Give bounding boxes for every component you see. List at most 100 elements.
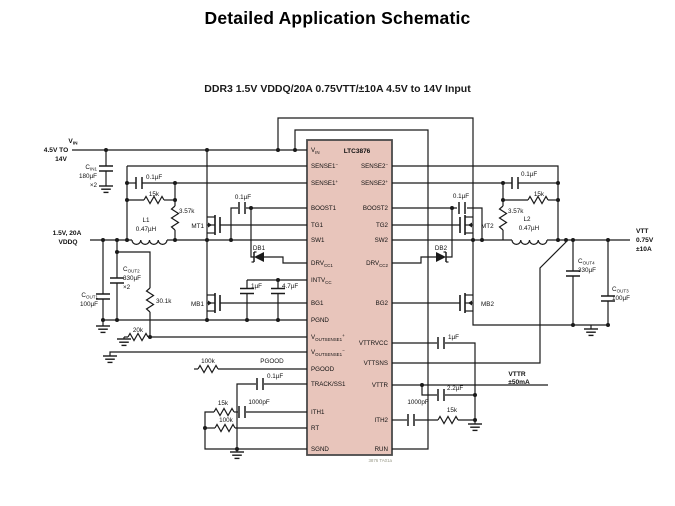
junction-dot	[564, 238, 568, 242]
schematic-label: 14V	[55, 156, 67, 163]
schematic-label: L1	[142, 217, 150, 224]
pin-label: TG2	[376, 222, 389, 229]
label-text: 1000pF	[407, 399, 429, 406]
pin-label: VOUTSENSE1+	[311, 333, 345, 342]
schematic-label: 0.47µH	[519, 225, 540, 232]
junction-dot	[276, 278, 280, 282]
junction-dot	[471, 238, 475, 242]
label-text: PGND	[311, 317, 329, 324]
label-text: SENSE1	[311, 163, 336, 170]
schematic-label: MB2	[481, 301, 494, 308]
schematic-label: COUT3	[612, 286, 629, 294]
label-text: VTT	[636, 228, 648, 235]
label-text: 2.2µF	[447, 385, 463, 392]
label-text: C	[578, 258, 583, 265]
wire	[467, 207, 483, 240]
label-text: 100k	[201, 358, 216, 365]
label-text: ITH1	[311, 409, 325, 416]
label-text: RT	[311, 425, 319, 432]
label-text: 20k	[133, 327, 144, 334]
resistor	[170, 205, 180, 231]
diode-triangle	[436, 252, 446, 262]
label-text: DRV	[311, 260, 325, 267]
junction-dot	[473, 393, 477, 397]
junction-dot	[276, 148, 280, 152]
capacitor	[256, 378, 264, 390]
schematic-label: 0.47µH	[136, 226, 157, 233]
ic-name-label: LTC3876	[344, 148, 371, 155]
capacitor	[238, 202, 246, 214]
schematic-label: 0.75V	[636, 237, 654, 244]
mosfet	[206, 215, 221, 235]
resistor	[145, 287, 155, 313]
label-text: TG1	[311, 222, 324, 229]
junction-dot	[205, 148, 209, 152]
label-text: −	[385, 162, 388, 167]
pin-label: BOOST2	[363, 205, 389, 212]
label-text: 1µF	[448, 334, 459, 341]
schottky-diode	[251, 251, 264, 263]
label-text: MB1	[191, 301, 204, 308]
schematic-label: 15k	[447, 407, 458, 414]
pin-label: VTTR	[372, 382, 389, 389]
label-text: BG2	[376, 300, 389, 307]
capacitor	[96, 293, 110, 300]
label-text: 3.57k	[179, 208, 195, 215]
label-text: SENSE2	[361, 163, 386, 170]
label-text: VTTRVCC	[359, 340, 389, 347]
schematic-label: 1.5V, 20A	[53, 230, 82, 237]
schematic-label: VTTR	[508, 371, 525, 378]
label-text: OUT1	[86, 295, 99, 300]
schematic-label: 100µF	[612, 295, 630, 302]
label-text: OUTSENSE1	[315, 337, 342, 342]
capacitor	[99, 165, 113, 172]
wire	[230, 207, 238, 240]
label-text: 1µF	[251, 283, 262, 290]
label-text: L2	[523, 216, 531, 223]
label-text: 15k	[534, 191, 545, 198]
schematic-label: 15k	[534, 191, 545, 198]
label-text: 0.1µF	[146, 174, 162, 181]
schematic-label: MT2	[481, 223, 494, 230]
schematic-label: 1000pF	[407, 399, 429, 406]
schematic-label: 0.1µF	[521, 171, 537, 178]
junction-dot	[501, 198, 505, 202]
capacitor	[566, 270, 580, 277]
label-text: TG2	[376, 222, 389, 229]
ground-symbol	[230, 451, 244, 460]
label-text: 3.57k	[508, 208, 524, 215]
label-text: 15k	[447, 407, 458, 414]
pin-label: BG2	[376, 300, 389, 307]
label-text: TRACK/SS1	[311, 381, 346, 388]
label-text: V	[311, 334, 316, 341]
schottky-diode	[436, 251, 449, 263]
label-text: DB1	[253, 245, 266, 252]
label-text: VTTR	[372, 382, 389, 389]
schematic-subtitle: DDR3 1.5V VDDQ/20A 0.75VTT/±10A 4.5V to …	[204, 83, 471, 95]
label-text: SENSE1	[311, 180, 336, 187]
label-text: INTV	[311, 277, 326, 284]
schematic-label: 4.5V TO	[44, 147, 68, 154]
capacitor	[407, 414, 415, 426]
label-text: 1000pF	[248, 399, 270, 406]
schematic-label: 15k	[218, 400, 229, 407]
label-text: 0.47µH	[519, 225, 540, 232]
label-text: 100µF	[612, 295, 630, 302]
schematic-label: 100µF	[80, 301, 98, 308]
junction-dot	[148, 335, 152, 339]
schematic-label: 3.57k	[508, 208, 524, 215]
label-text: CC1	[324, 263, 333, 268]
pin-label: DRVCC1	[311, 260, 333, 268]
ground-symbol	[96, 325, 110, 334]
resistor	[527, 195, 549, 205]
label-text: IN	[315, 150, 319, 155]
wires-layer	[72, 117, 630, 452]
wire	[421, 385, 437, 396]
capacitor	[271, 287, 285, 295]
junction-dot	[229, 238, 233, 242]
label-text: 0.1µF	[267, 373, 283, 380]
resistor	[127, 332, 149, 342]
label-text: 100µF	[80, 301, 98, 308]
labels-layer: VINSENSE1−SENSE1+BOOST1TG1SW1DRVCC1INTVC…	[44, 138, 654, 453]
ic-body	[306, 139, 393, 456]
